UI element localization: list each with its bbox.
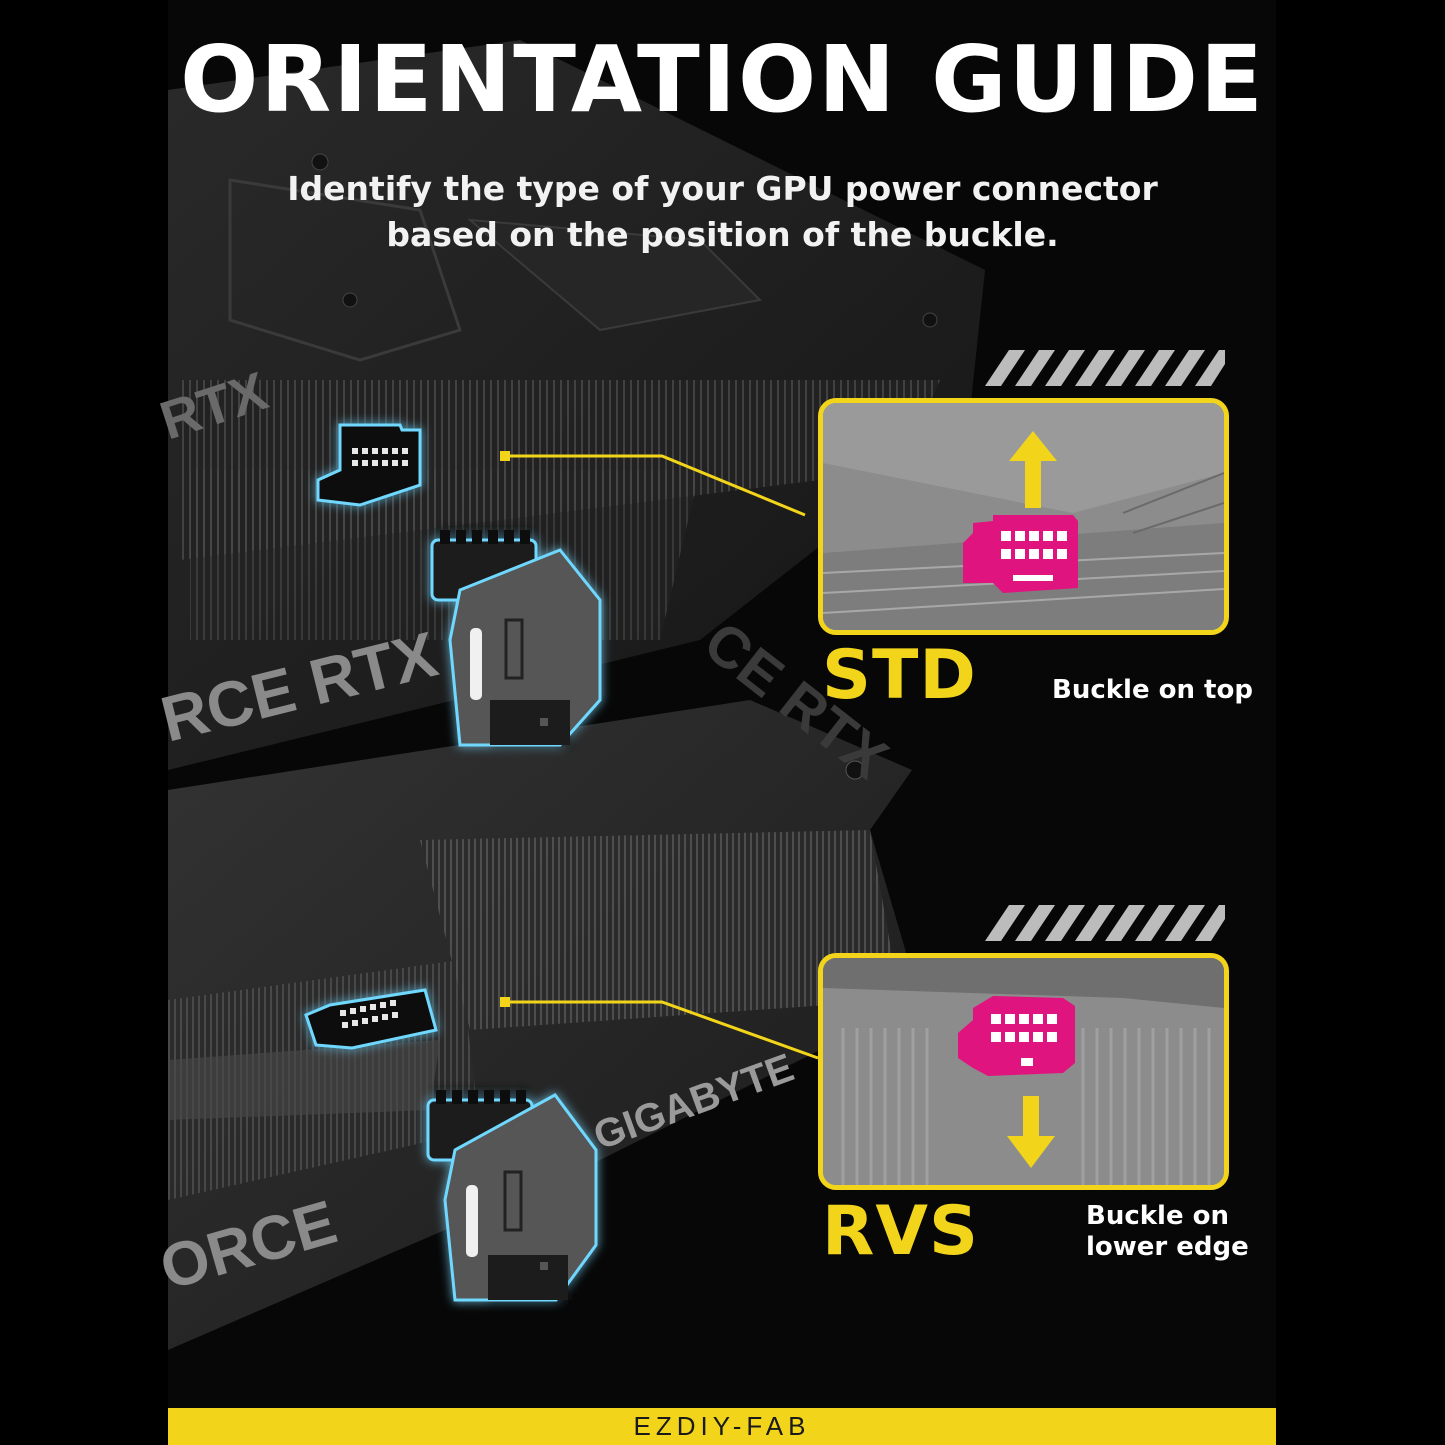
gpu-socket-icon [304,988,438,1050]
leader-line-std [500,451,806,517]
arrow-down-icon [1007,1096,1055,1168]
std-connector-pink [963,515,1078,593]
footer-brand-bar: EZDIY-FAB [168,1408,1276,1445]
std-inset [818,398,1229,635]
rvs-description: Buckle on lower edge [1086,1201,1249,1263]
top-gpu-card [168,40,985,770]
adapter-connector-icon [430,530,602,747]
hazard-stripes-icon [985,350,1225,386]
subtitle-line-2: based on the position of the buckle. [386,215,1059,254]
rvs-description-line-1: Buckle on [1086,1201,1229,1231]
hazard-stripes-icon [985,905,1225,941]
page-subtitle: Identify the type of your GPU power conn… [0,166,1445,258]
rvs-connector-pink [958,996,1075,1076]
std-code: STD [822,636,977,715]
subtitle-line-1: Identify the type of your GPU power conn… [287,169,1158,208]
adapter-connector-icon [426,1090,598,1302]
std-description-line-1: Buckle on top [1052,675,1253,705]
rvs-code: RVS [822,1192,979,1271]
arrow-up-icon [1009,431,1057,508]
leader-line-rvs [500,997,819,1060]
page-title: ORIENTATION GUIDE [180,26,1265,133]
rvs-description-line-2: lower edge [1086,1232,1249,1262]
footer-brand: EZDIY-FAB [633,1411,811,1441]
rvs-inset [818,953,1229,1190]
gpu-socket-icon [316,423,422,507]
bottom-gpu-card [168,700,920,1350]
std-description: Buckle on top [1052,675,1253,706]
